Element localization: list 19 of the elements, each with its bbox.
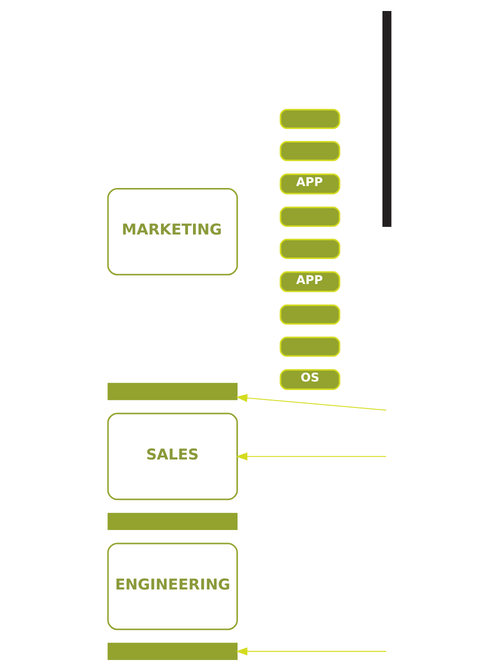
node-bar: [108, 642, 238, 660]
node-box: SALES: [107, 412, 238, 500]
node-box: [280, 336, 340, 357]
arrow: [236, 394, 387, 411]
node-box: MARKETING: [107, 188, 238, 276]
node-box: [280, 206, 340, 227]
node-bar: [108, 382, 238, 400]
node-box: APP: [280, 271, 340, 292]
node-box: [280, 108, 340, 130]
arrow: [236, 647, 387, 656]
node-box: [280, 238, 340, 259]
node-box: APP: [280, 173, 340, 194]
node-bar: [108, 512, 238, 530]
node-box: OS: [280, 369, 340, 390]
arrow: [236, 452, 387, 460]
node-bar: [382, 11, 392, 227]
node-box: [280, 140, 340, 162]
node-box: ENGINEERING: [107, 542, 238, 630]
node-box: [280, 304, 340, 325]
